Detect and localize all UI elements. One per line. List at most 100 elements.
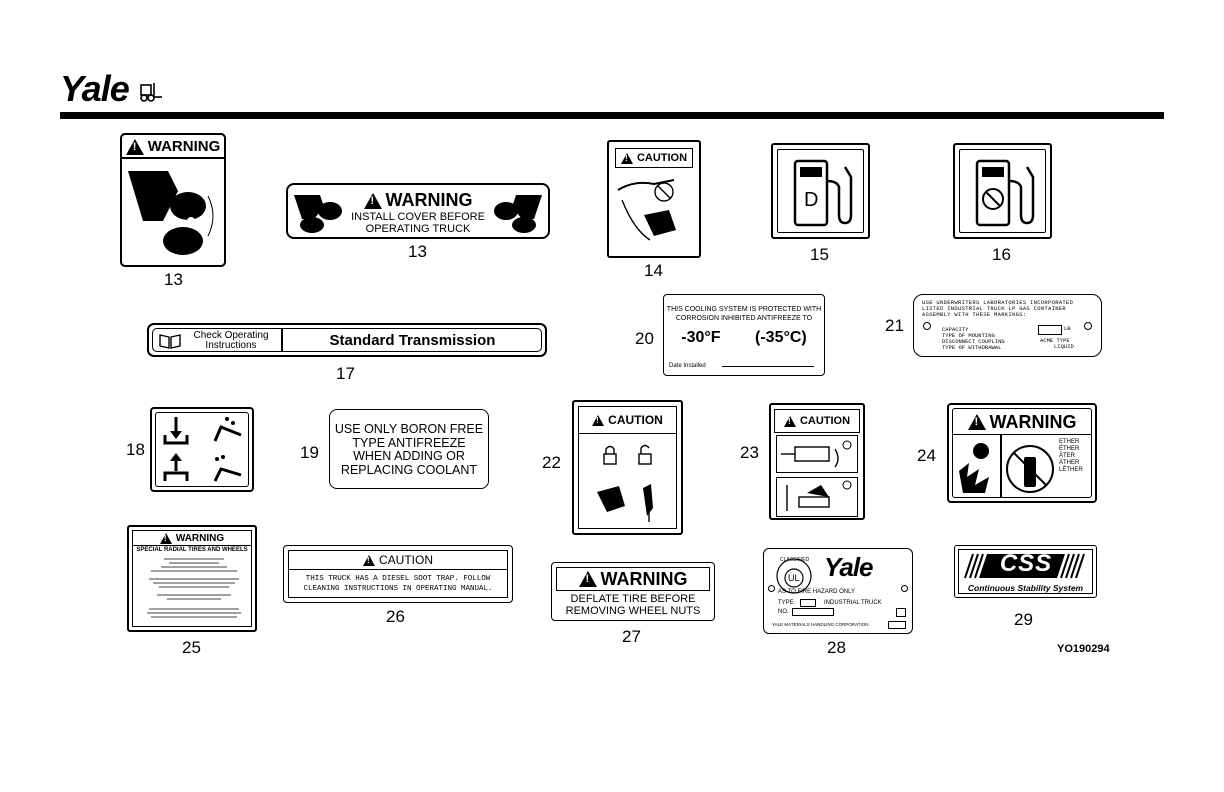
decal-21-lp-gas: USE UNDERWRITERS LABORATORIES INCORPORAT… (913, 294, 1102, 357)
css-tagline: Continuous Stability System (967, 583, 1084, 593)
decal-28-ul-plate: CLASSIFIED UL Yale AS TO FIRE HAZARD ONL… (763, 548, 913, 634)
callout-25: 25 (182, 638, 201, 657)
warning-triangle-icon (967, 414, 986, 430)
type-label: TYPE (778, 600, 794, 606)
hand-fan-hazard-icon (128, 171, 214, 255)
truck-hazard-icon (781, 440, 852, 511)
decal-text-line: AS TO FIRE HAZARD ONLY (778, 589, 856, 595)
callout-28: 28 (827, 638, 846, 657)
css-stripes-icon (964, 553, 1085, 579)
book-icon (159, 334, 181, 349)
decal-26-soot-trap: CAUTION THIS TRUCK HAS A DIESEL SOOT TRA… (283, 545, 513, 603)
lift-tilt-controls-icon (163, 417, 242, 482)
callout-24: 24 (917, 446, 936, 465)
decal-header: WARNING (989, 411, 1077, 432)
decal-20-cooling-system: THIS COOLING SYSTEM IS PROTECTED WITH CO… (663, 294, 825, 376)
date-installed-label: Date Installed (669, 363, 706, 369)
decal-13-install-cover: WARNING INSTALL COVER BEFORE OPERATING T… (286, 183, 550, 239)
fan-hazard-left-icon (294, 195, 342, 233)
decal-text-line: TYPE OF WITHDRAWAL (942, 344, 1002, 351)
decal-header: CAUTION (608, 413, 663, 427)
acme-label: ACME TYPE (1040, 337, 1070, 344)
decal-17-transmission: Check Operating Instructions Standard Tr… (147, 323, 547, 357)
decal-18-lift-tilt (150, 407, 254, 492)
callout-13a: 13 (164, 270, 183, 289)
explosion-hazard-icon (959, 443, 989, 493)
callout-17: 17 (336, 364, 355, 383)
decal-header: CAUTION (799, 415, 851, 427)
callout-16: 16 (992, 245, 1011, 264)
decal-text-line: OPERATING TRUCK (365, 223, 471, 235)
yale-brand: Yale (824, 552, 874, 582)
decal-header: WARNING (385, 190, 473, 210)
decal-text-line: DISCONNECT COUPLING (942, 338, 1005, 345)
decal-text-line: CAPACITY (942, 326, 969, 333)
diesel-pump-icon (793, 159, 853, 227)
decal-text-line: ASSEMBLY WITH THESE MARKINGS: (922, 311, 1027, 318)
decal-15-diesel: D (771, 143, 870, 239)
decal-27-deflate-tire: WARNING DEFLATE TIRE BEFORE REMOVING WHE… (551, 562, 715, 621)
decal-text-line: TYPE ANTIFREEZE (352, 435, 466, 450)
callout-26: 26 (386, 607, 405, 626)
fine-print-block (147, 558, 241, 618)
decal-text-line: LISTED INDUSTRIAL TRUCK LP GAS CONTAINER (922, 305, 1067, 312)
truck-label: INDUSTRIAL TRUCK (824, 600, 882, 606)
decal-footer: YALE MATERIALS HANDLING CORPORATION (772, 622, 869, 627)
ether-words: ETHER ÉTHER ÄTER ÄTHER LÉTHER (1059, 439, 1083, 473)
caution-triangle-icon (620, 152, 633, 164)
diesel-letter: D (804, 189, 819, 211)
decal-text-line: THIS COOLING SYSTEM IS PROTECTED WITH (666, 306, 822, 313)
liquid-label: LIQUID (1054, 343, 1074, 350)
yale-logo: Yale (60, 68, 164, 110)
callout-22: 22 (542, 453, 561, 472)
mounting-hole-right (1084, 322, 1092, 330)
decal-header: WARNING (147, 138, 221, 155)
decal-text-line: CORROSION INHIBITED ANTIFREEZE TO (675, 315, 813, 322)
no-label: NO. (778, 609, 789, 615)
warning-triangle-icon (159, 532, 172, 544)
warning-triangle-icon (125, 138, 144, 155)
mounting-hole-left (923, 322, 931, 330)
decal-text-line: WHEN ADDING OR (353, 449, 465, 463)
decal-text-line: THIS TRUCK HAS A DIESEL SOOT TRAP. FOLLO… (305, 575, 491, 583)
decal-text-line: USE ONLY BORON FREE (334, 422, 484, 436)
fan-hazard-right-icon (494, 195, 542, 233)
callout-29: 29 (1014, 610, 1033, 629)
temp-celsius: (-35°C) (755, 329, 807, 346)
decal-text-line: DEFLATE TIRE BEFORE (570, 593, 696, 605)
decal-23-caution-truck: CAUTION (769, 403, 865, 520)
decal-subheader: SPECIAL RADIAL TIRES AND WHEELS (136, 547, 248, 553)
caution-triangle-icon (783, 415, 796, 427)
no-leaded-fuel-pump-icon (975, 159, 1035, 227)
decal-text-line: USE UNDERWRITERS LABORATORIES INCORPORAT… (922, 299, 1074, 306)
decal-header: CAUTION (636, 152, 688, 164)
decal-text-line: CLEANING INSTRUCTIONS IN OPERATING MANUA… (303, 585, 493, 593)
transmission-label: Standard Transmission (329, 332, 496, 349)
decal-text-line: Check Operating (193, 330, 269, 341)
decal-text-line: REMOVING WHEEL NUTS (565, 605, 701, 617)
figure-id: YO190294 (1057, 643, 1110, 655)
callout-18: 18 (126, 440, 145, 459)
mounting-hole-right (901, 585, 908, 592)
seat-hazard-icon (617, 179, 676, 241)
date-installed-line (722, 366, 814, 367)
decal-14-caution: CAUTION (607, 140, 701, 258)
decal-header: CAUTION (379, 553, 433, 567)
callout-15: 15 (810, 245, 829, 264)
callout-19: 19 (300, 443, 319, 462)
decal-29-css: CSS Continuous Stability System (954, 545, 1097, 598)
header-rule (60, 112, 1164, 119)
callout-20: 20 (635, 329, 654, 348)
forklift-icon (139, 83, 162, 102)
decal-25-radial-tires: WARNING SPECIAL RADIAL TIRES AND WHEELS (127, 525, 257, 632)
callout-21: 21 (885, 316, 904, 335)
css-logo: CSS (999, 550, 1053, 577)
decal-13-warning-fan: WARNING (120, 133, 226, 267)
callout-27: 27 (622, 627, 641, 646)
warning-triangle-icon (363, 192, 382, 209)
callout-14: 14 (644, 261, 663, 280)
mounting-hole-left (768, 585, 775, 592)
decal-text-line: REPLACING COOLANT (340, 462, 478, 477)
warning-triangle-icon (578, 571, 597, 587)
callout-13b: 13 (408, 242, 427, 261)
